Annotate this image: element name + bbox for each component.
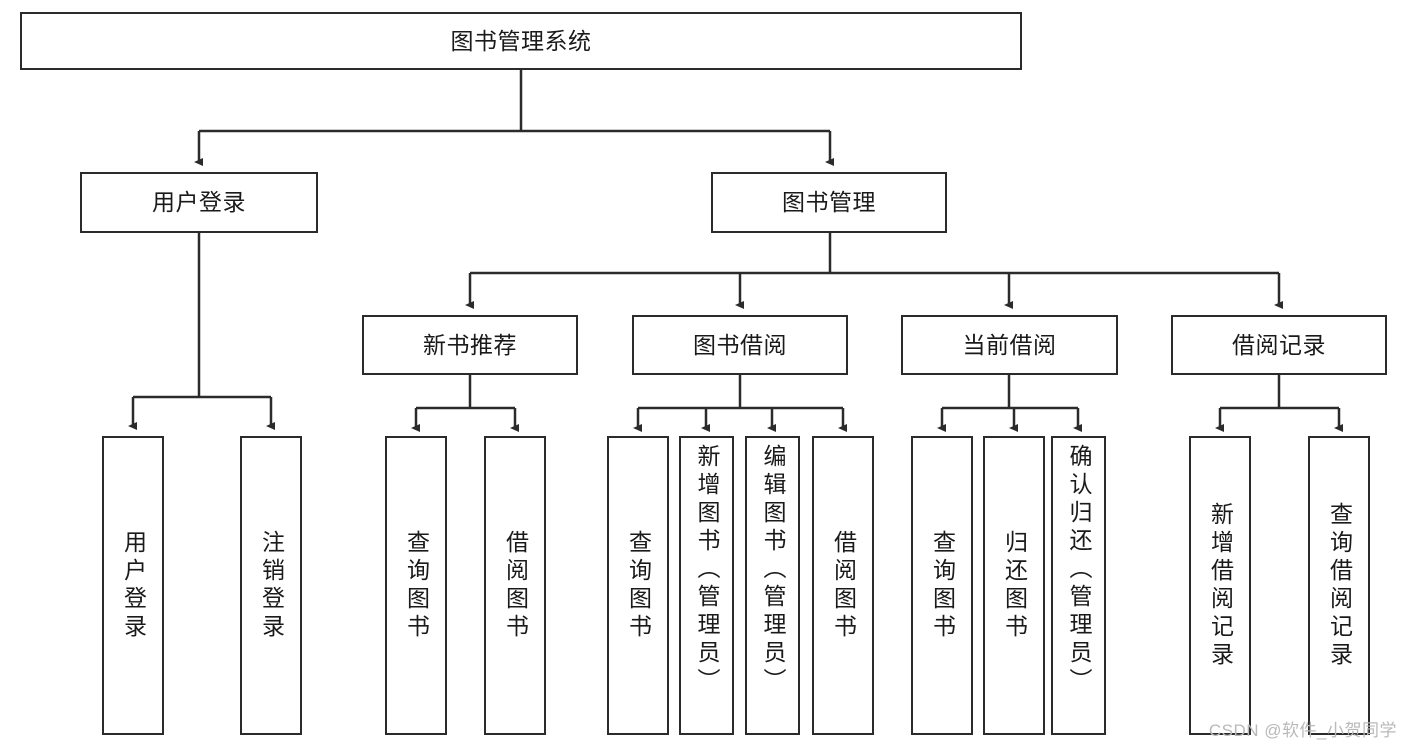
node-leaf-query-record-label: 查询借阅记录 xyxy=(1326,501,1353,670)
node-leaf-query-book-3[interactable]: 查询图书 xyxy=(911,436,973,735)
node-leaf-query-book-1-label: 查询图书 xyxy=(403,529,430,642)
node-leaf-borrow-book-1-label: 借阅图书 xyxy=(502,529,529,642)
node-root[interactable]: 图书管理系统 xyxy=(20,12,1022,70)
node-leaf-user-login[interactable]: 用户登录 xyxy=(102,436,164,735)
node-leaf-add-book-label: 新增图书（管理员） xyxy=(694,444,720,696)
node-leaf-user-login-label: 用户登录 xyxy=(120,529,147,642)
node-current-borrow[interactable]: 当前借阅 xyxy=(901,315,1118,375)
node-leaf-confirm-return-label: 确认归还（管理员） xyxy=(1066,444,1092,696)
node-borrow-record[interactable]: 借阅记录 xyxy=(1171,315,1387,375)
node-leaf-edit-book-label: 编辑图书（管理员） xyxy=(760,444,786,696)
node-book-manage-label: 图书管理 xyxy=(782,189,876,215)
node-leaf-user-logout-label: 注销登录 xyxy=(258,529,285,642)
node-leaf-edit-book[interactable]: 编辑图书（管理员） xyxy=(745,436,800,735)
node-user-login[interactable]: 用户登录 xyxy=(80,172,318,233)
node-leaf-query-record[interactable]: 查询借阅记录 xyxy=(1308,436,1370,735)
node-leaf-add-book[interactable]: 新增图书（管理员） xyxy=(679,436,734,735)
node-book-manage[interactable]: 图书管理 xyxy=(711,172,947,233)
watermark-text: CSDN @软件_小贺同学 xyxy=(1208,721,1397,740)
node-leaf-add-record-label: 新增借阅记录 xyxy=(1207,501,1234,670)
node-leaf-query-book-3-label: 查询图书 xyxy=(929,529,956,642)
node-leaf-add-record[interactable]: 新增借阅记录 xyxy=(1189,436,1251,735)
node-book-borrow[interactable]: 图书借阅 xyxy=(632,315,848,375)
node-new-book-rec-label: 新书推荐 xyxy=(423,331,517,358)
node-leaf-query-book-2[interactable]: 查询图书 xyxy=(607,436,669,735)
node-leaf-return-book[interactable]: 归还图书 xyxy=(983,436,1045,735)
node-leaf-borrow-book-1[interactable]: 借阅图书 xyxy=(484,436,546,735)
node-borrow-record-label: 借阅记录 xyxy=(1232,331,1326,358)
node-leaf-return-book-label: 归还图书 xyxy=(1001,529,1028,642)
node-leaf-borrow-book-2-label: 借阅图书 xyxy=(830,529,857,642)
node-book-borrow-label: 图书借阅 xyxy=(693,331,787,358)
node-root-label: 图书管理系统 xyxy=(450,27,592,54)
node-leaf-query-book-1[interactable]: 查询图书 xyxy=(385,436,447,735)
node-user-login-label: 用户登录 xyxy=(152,189,246,215)
node-leaf-query-book-2-label: 查询图书 xyxy=(625,529,652,642)
node-new-book-rec[interactable]: 新书推荐 xyxy=(362,315,578,375)
node-leaf-borrow-book-2[interactable]: 借阅图书 xyxy=(812,436,874,735)
node-leaf-confirm-return[interactable]: 确认归还（管理员） xyxy=(1051,436,1106,735)
node-leaf-user-logout[interactable]: 注销登录 xyxy=(240,436,302,735)
node-current-borrow-label: 当前借阅 xyxy=(962,331,1057,358)
